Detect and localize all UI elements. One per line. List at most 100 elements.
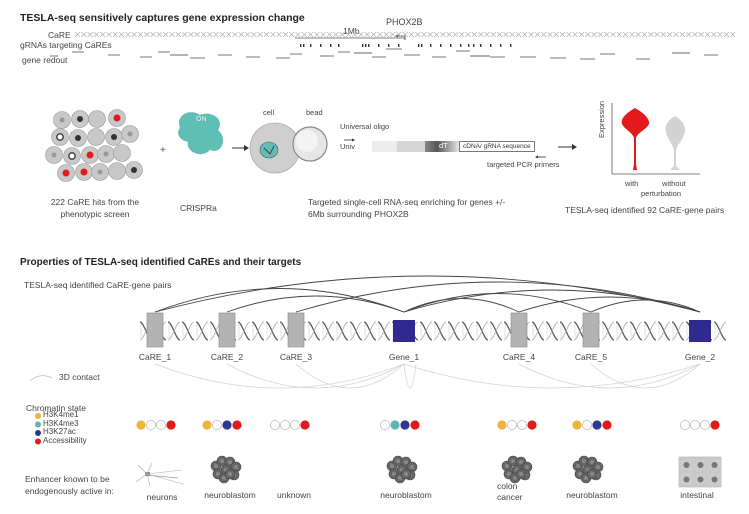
helix-segment <box>578 31 585 38</box>
helix-segment <box>150 31 156 38</box>
helix-segment <box>685 31 692 38</box>
helix-segment <box>333 31 339 38</box>
legend-label-h3k27ac: H3K27ac <box>43 427 76 436</box>
step-caption-hits: 222 CaRE hits from the phenotypic screen <box>50 197 140 219</box>
helix-segment <box>540 31 547 38</box>
chromatin-mark-empty <box>279 419 290 430</box>
pair-arc <box>226 295 405 313</box>
chromatin-mark-empty <box>700 419 711 430</box>
chromatin-mark-empty <box>269 419 280 430</box>
helix-segment <box>131 31 137 38</box>
helix-segment <box>162 31 169 38</box>
helix-segment <box>471 31 478 38</box>
plus-sign: + <box>160 145 166 156</box>
helix-segment <box>93 31 100 38</box>
helix-segment <box>559 31 566 38</box>
pair-arc <box>518 296 701 313</box>
helix-segment <box>496 31 503 38</box>
primer-label: targeted PCR primers <box>487 160 560 169</box>
helix-segment <box>427 31 434 38</box>
contact-arc <box>403 363 417 389</box>
grna-mark <box>368 44 370 47</box>
helix-segment <box>339 31 345 38</box>
helix-segment <box>282 31 289 38</box>
helix-strand <box>251 321 265 341</box>
grna-mark <box>418 44 420 47</box>
chromatin-mark-acc <box>410 420 420 430</box>
helix-segment <box>156 31 163 38</box>
pair-arc <box>154 275 701 313</box>
cell-icon <box>113 144 131 162</box>
helix-segment <box>106 31 112 38</box>
hit-nucleus-icon <box>62 169 70 177</box>
helix-strand <box>545 321 559 341</box>
helix-segment <box>572 31 578 38</box>
nucleus-icon <box>59 117 65 123</box>
gene-readout-label: gene redout <box>22 55 68 65</box>
violin-group-with: with <box>625 179 639 188</box>
helix-segment <box>484 31 490 38</box>
helix-strand <box>475 321 489 341</box>
helix-segment <box>125 31 131 38</box>
panel-b-title: Properties of TESLA-seq identified CaREs… <box>20 257 302 268</box>
helix-strand <box>489 321 503 341</box>
helix-segment <box>465 31 471 38</box>
pair-arc <box>295 281 701 313</box>
helix-strand <box>461 321 475 341</box>
helix-segment <box>534 31 541 38</box>
care-box-care_3 <box>287 312 305 348</box>
helix-strand <box>447 321 461 341</box>
helix-segment <box>585 31 591 38</box>
3d-contact-legend-icon <box>29 375 53 382</box>
cell-icon <box>88 110 106 128</box>
helix-segment <box>660 31 667 38</box>
3d-contact-arcs <box>154 363 701 389</box>
activity-label: intestinal <box>680 490 714 500</box>
violin-group-without: without <box>662 179 686 188</box>
grna-mark <box>330 44 332 47</box>
care-box-care_5 <box>582 312 600 348</box>
grna-mark <box>362 44 364 47</box>
helix-segment <box>207 31 213 38</box>
helix-segment <box>528 31 534 38</box>
crispra-icon <box>178 112 224 155</box>
helix-strand <box>531 321 545 341</box>
grna-mark <box>500 44 502 47</box>
helix-segment <box>503 31 509 38</box>
gene-box-gene_1 <box>393 320 415 342</box>
care-track <box>74 31 736 38</box>
activity-label: neuroblastom <box>380 490 432 500</box>
chromatin-mark-empty <box>155 419 166 430</box>
helix-segment <box>74 31 81 38</box>
helix-segment <box>320 31 326 38</box>
element-label: CaRE_1 <box>138 352 172 362</box>
chromatin-mark-acc <box>300 420 310 430</box>
element-label: CaRE_2 <box>210 352 244 362</box>
nucleus-icon <box>68 152 76 160</box>
helix-segment <box>421 31 427 38</box>
care-gene-arcs <box>154 275 701 313</box>
contact-arc <box>518 363 701 389</box>
helix-segment <box>433 31 440 38</box>
helix-segment <box>610 31 616 38</box>
helix-segment <box>389 31 396 38</box>
helix-segment <box>326 31 333 38</box>
helix-segment <box>711 31 717 38</box>
gene-readout-track <box>50 48 718 60</box>
helix-strand <box>181 321 195 341</box>
helix-segment <box>666 31 673 38</box>
helix-segment <box>459 31 465 38</box>
helix-strand <box>419 321 433 341</box>
dna-helix <box>139 321 727 341</box>
helix-strand <box>559 321 573 341</box>
chromatin-mark-acc <box>166 420 176 430</box>
helix-segment <box>377 31 383 38</box>
grna-track <box>300 44 512 47</box>
grna-mark <box>303 44 305 47</box>
helix-segment <box>522 31 528 38</box>
helix-segment <box>144 31 150 38</box>
hit-nucleus-icon <box>80 168 88 176</box>
helix-segment <box>351 31 358 38</box>
helix-segment <box>723 31 730 38</box>
helix-segment <box>270 31 276 38</box>
